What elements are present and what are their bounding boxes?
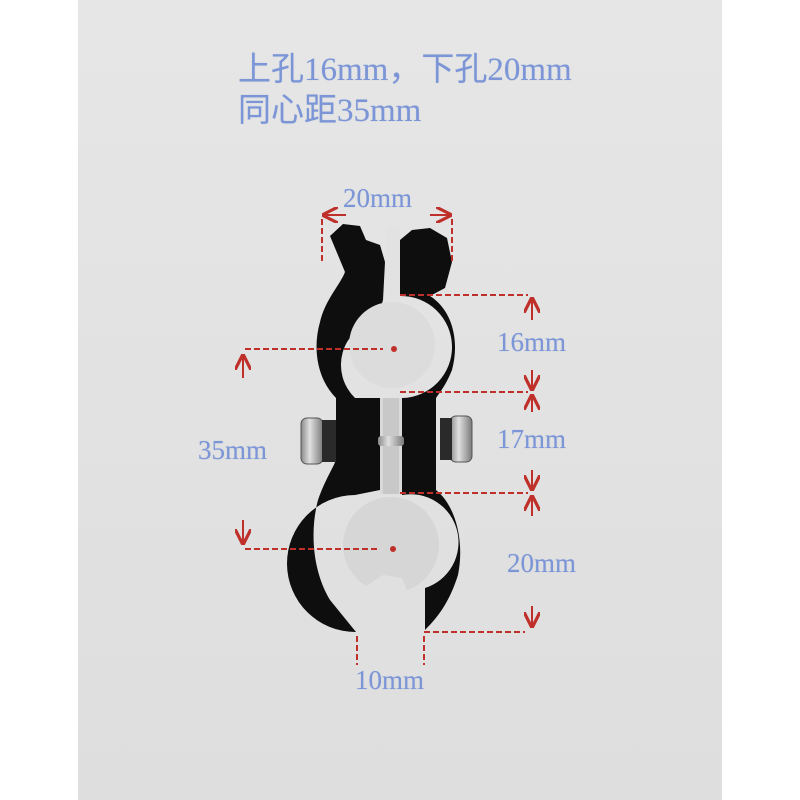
nut-left bbox=[300, 417, 324, 465]
bolt-shaft bbox=[378, 436, 404, 446]
dimension-lower-hole: 20mm bbox=[507, 548, 577, 578]
upper-hole bbox=[349, 302, 435, 388]
lower-hole bbox=[343, 497, 439, 593]
lower-center-dot bbox=[390, 546, 396, 552]
dimension-upper-hole: 16mm bbox=[497, 327, 567, 357]
dimension-top-width: 20mm bbox=[343, 183, 413, 213]
clamp-body bbox=[286, 224, 461, 680]
title-line-hole-sizes: 上孔16mm，下孔20mm bbox=[238, 52, 572, 88]
title-line-center-distance: 同心距35mm bbox=[238, 93, 422, 129]
dimension-middle-section: 17mm bbox=[497, 424, 567, 454]
dimension-arrows bbox=[243, 215, 532, 626]
nut-right bbox=[449, 415, 473, 463]
upper-center-dot bbox=[391, 346, 397, 352]
bolt-assembly bbox=[300, 415, 473, 465]
dimension-bottom-gap: 10mm bbox=[355, 665, 425, 695]
dimension-center-distance: 35mm bbox=[198, 435, 268, 465]
dimension-lines bbox=[245, 214, 528, 665]
upper-right-jaw bbox=[400, 228, 461, 630]
